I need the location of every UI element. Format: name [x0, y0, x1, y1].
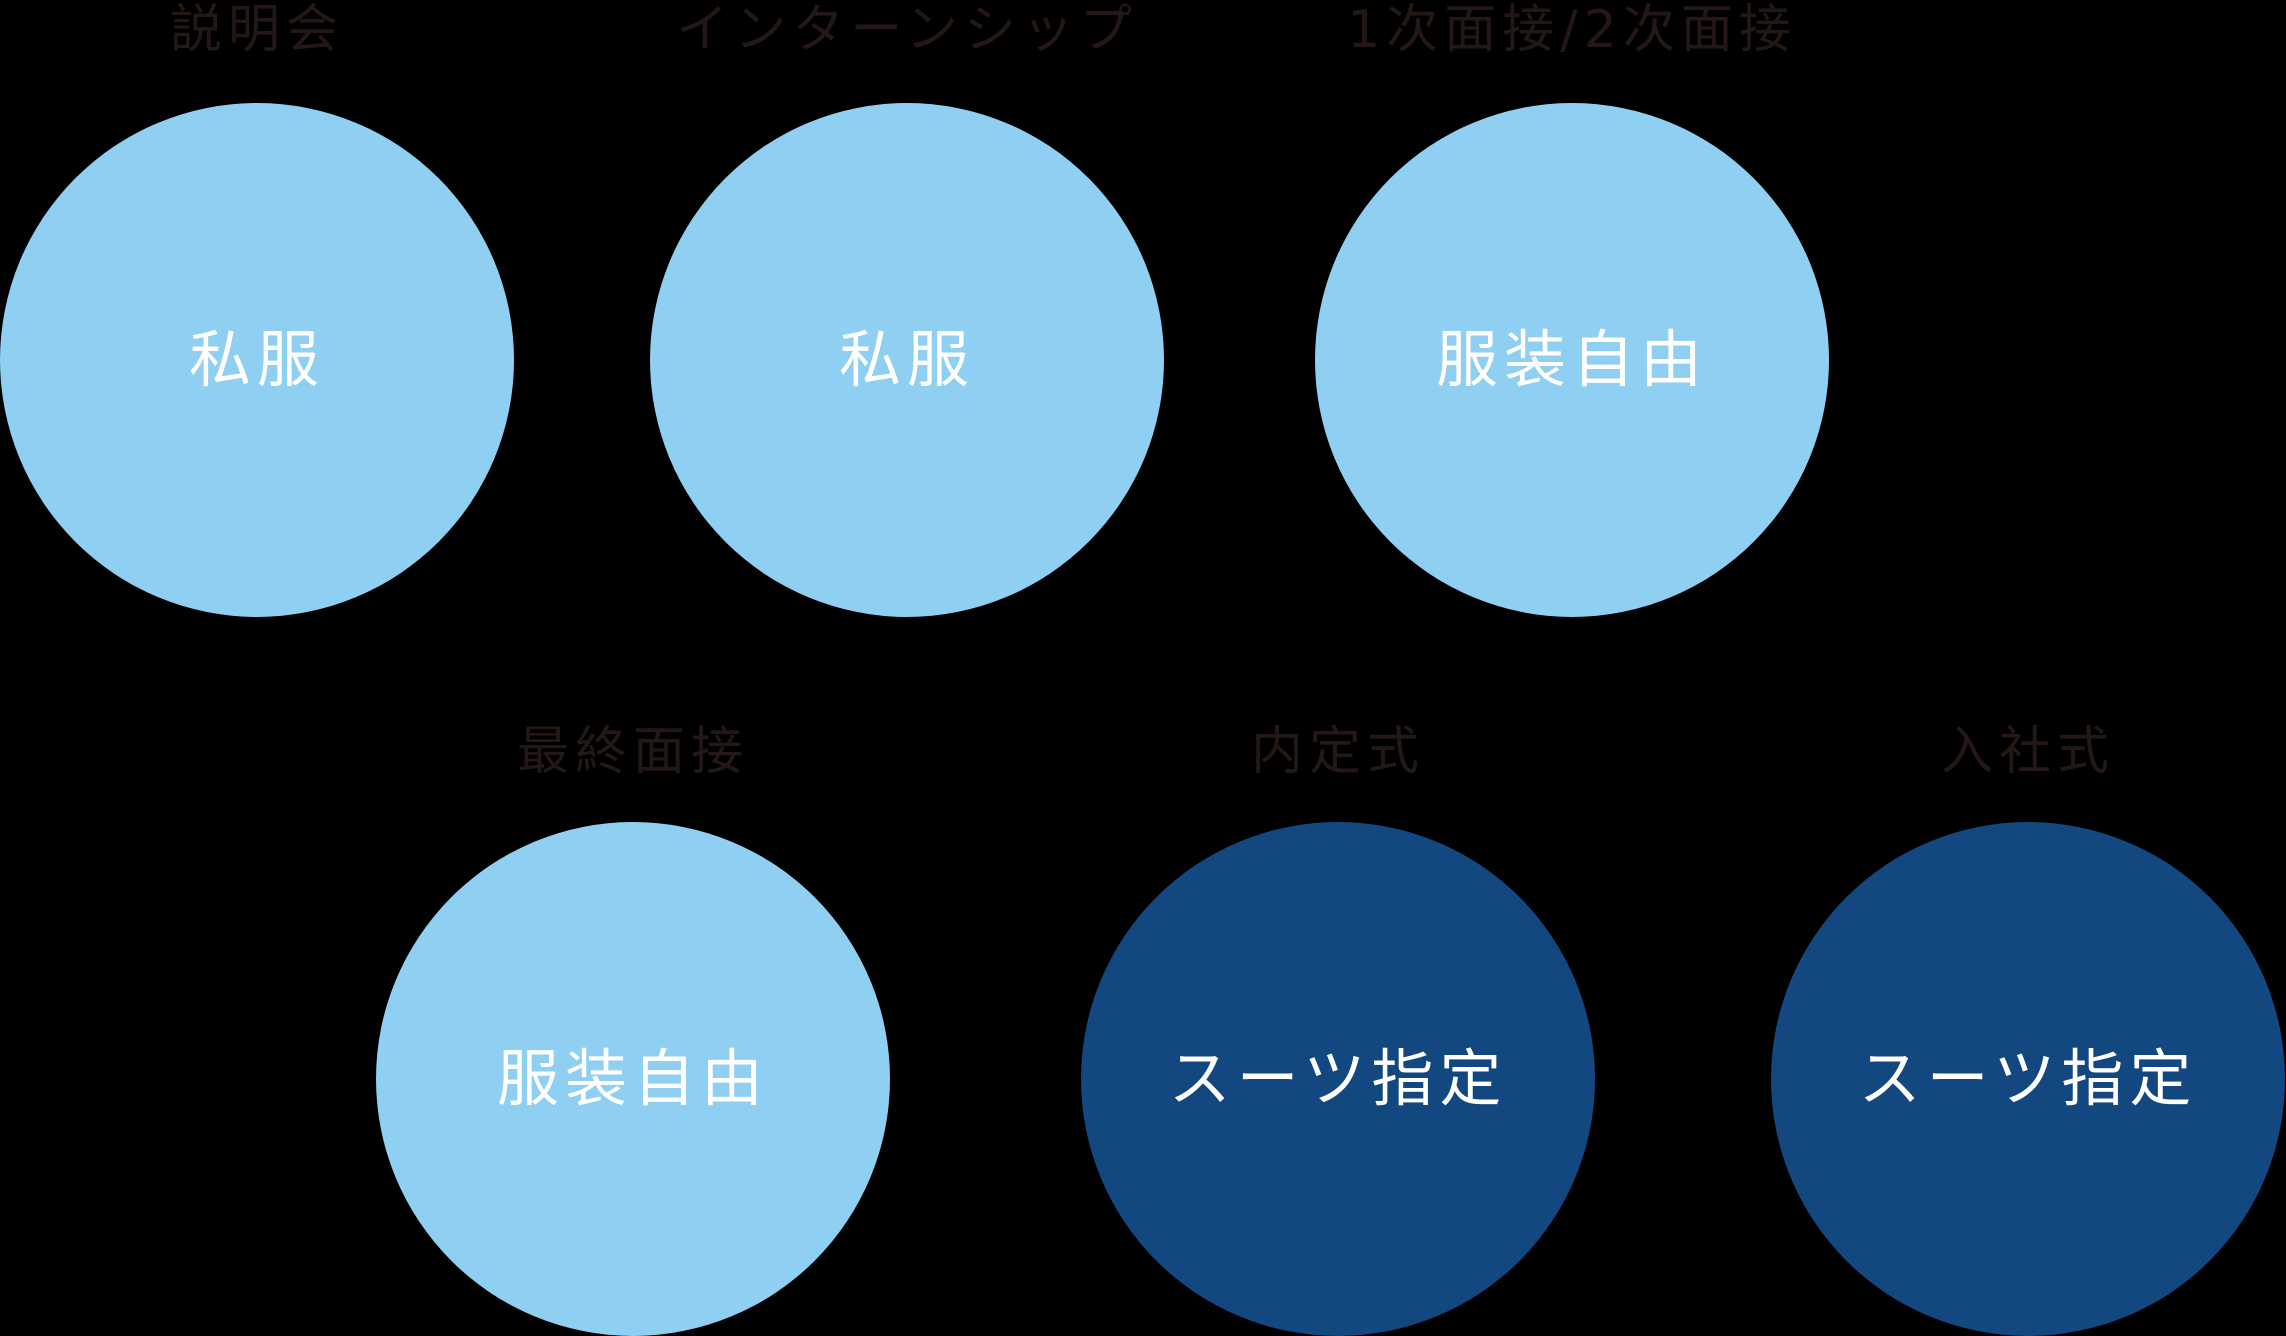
- dress-code-circle-entrance-ceremony: スーツ指定: [1771, 822, 2285, 1336]
- stage-label-offer-ceremony: 内定式: [1250, 722, 1425, 782]
- stage-label-briefing: 説明会: [169, 0, 344, 60]
- dress-code-text: 私服: [838, 323, 975, 396]
- dress-code-text: スーツ指定: [1858, 1042, 2198, 1115]
- dress-code-text: 私服: [188, 323, 325, 396]
- dress-code-text: 服装自由: [496, 1042, 769, 1115]
- dress-code-circle-final-interview: 服装自由: [376, 822, 890, 1336]
- dress-code-circle-briefing: 私服: [0, 103, 514, 617]
- dress-code-circle-internship: 私服: [650, 103, 1164, 617]
- dress-code-text: スーツ指定: [1168, 1042, 1508, 1115]
- dress-code-circle-offer-ceremony: スーツ指定: [1081, 822, 1595, 1336]
- stage-label-first-second-interview: 1次面接/2次面接: [1347, 0, 1797, 60]
- stage-label-final-interview: 最終面接: [516, 722, 749, 782]
- stage-label-internship: インターンシップ: [676, 0, 1138, 60]
- dress-code-circle-first-second-interview: 服装自由: [1315, 103, 1829, 617]
- dress-code-text: 服装自由: [1435, 323, 1708, 396]
- stage-label-entrance-ceremony: 入社式: [1940, 722, 2115, 782]
